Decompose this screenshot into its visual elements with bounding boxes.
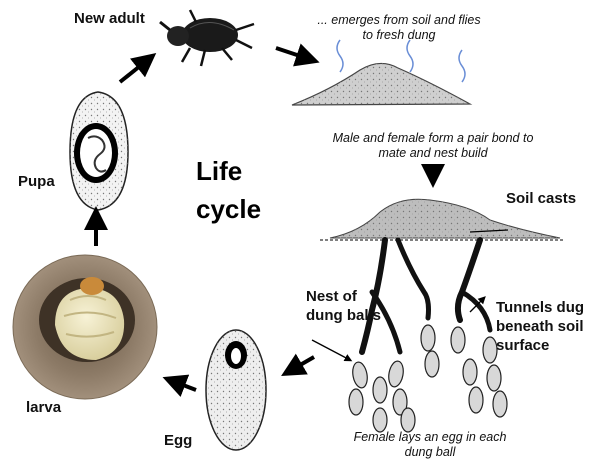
stage-label-larva: larva — [26, 399, 61, 416]
egg-illustration — [206, 330, 266, 450]
note-pair-bond-line1: Male and female form a pair bond to — [306, 131, 560, 146]
diagram-title-line1: Life — [196, 154, 242, 188]
note-lays-egg-line1: Female lays an egg in each — [326, 430, 534, 445]
label-nest-line1: Nest of — [306, 287, 381, 306]
note-emerges: ... emerges from soil and flies to fresh… — [282, 13, 516, 43]
label-tunnels-line3: surface — [496, 336, 584, 355]
stage-label-new-adult: New adult — [74, 10, 145, 27]
label-tunnels-line2: beneath soil — [496, 317, 584, 336]
stage-label-pupa: Pupa — [18, 173, 55, 190]
note-pair-bond: Male and female form a pair bond to mate… — [306, 131, 560, 161]
label-soil-casts: Soil casts — [506, 190, 576, 207]
note-lays-egg: Female lays an egg in each dung ball — [326, 430, 534, 460]
label-nest: Nest of dung balls — [306, 287, 381, 325]
larva-illustration — [13, 255, 157, 399]
diagram-title-line2: cycle — [196, 192, 261, 226]
dung-balls-illustration — [349, 325, 507, 432]
label-nest-line2: dung balls — [306, 306, 381, 325]
note-pair-bond-line2: mate and nest build — [306, 146, 560, 161]
stage-label-egg: Egg — [164, 432, 192, 449]
note-emerges-line1: ... emerges from soil and flies — [282, 13, 516, 28]
beetle-illustration — [160, 10, 254, 66]
fresh-dung-illustration — [292, 40, 470, 105]
note-lays-egg-line2: dung ball — [326, 445, 534, 460]
label-tunnels-line1: Tunnels dug — [496, 298, 584, 317]
pupa-illustration — [70, 92, 128, 210]
label-tunnels: Tunnels dug beneath soil surface — [496, 298, 584, 355]
note-emerges-line2: to fresh dung — [282, 28, 516, 43]
